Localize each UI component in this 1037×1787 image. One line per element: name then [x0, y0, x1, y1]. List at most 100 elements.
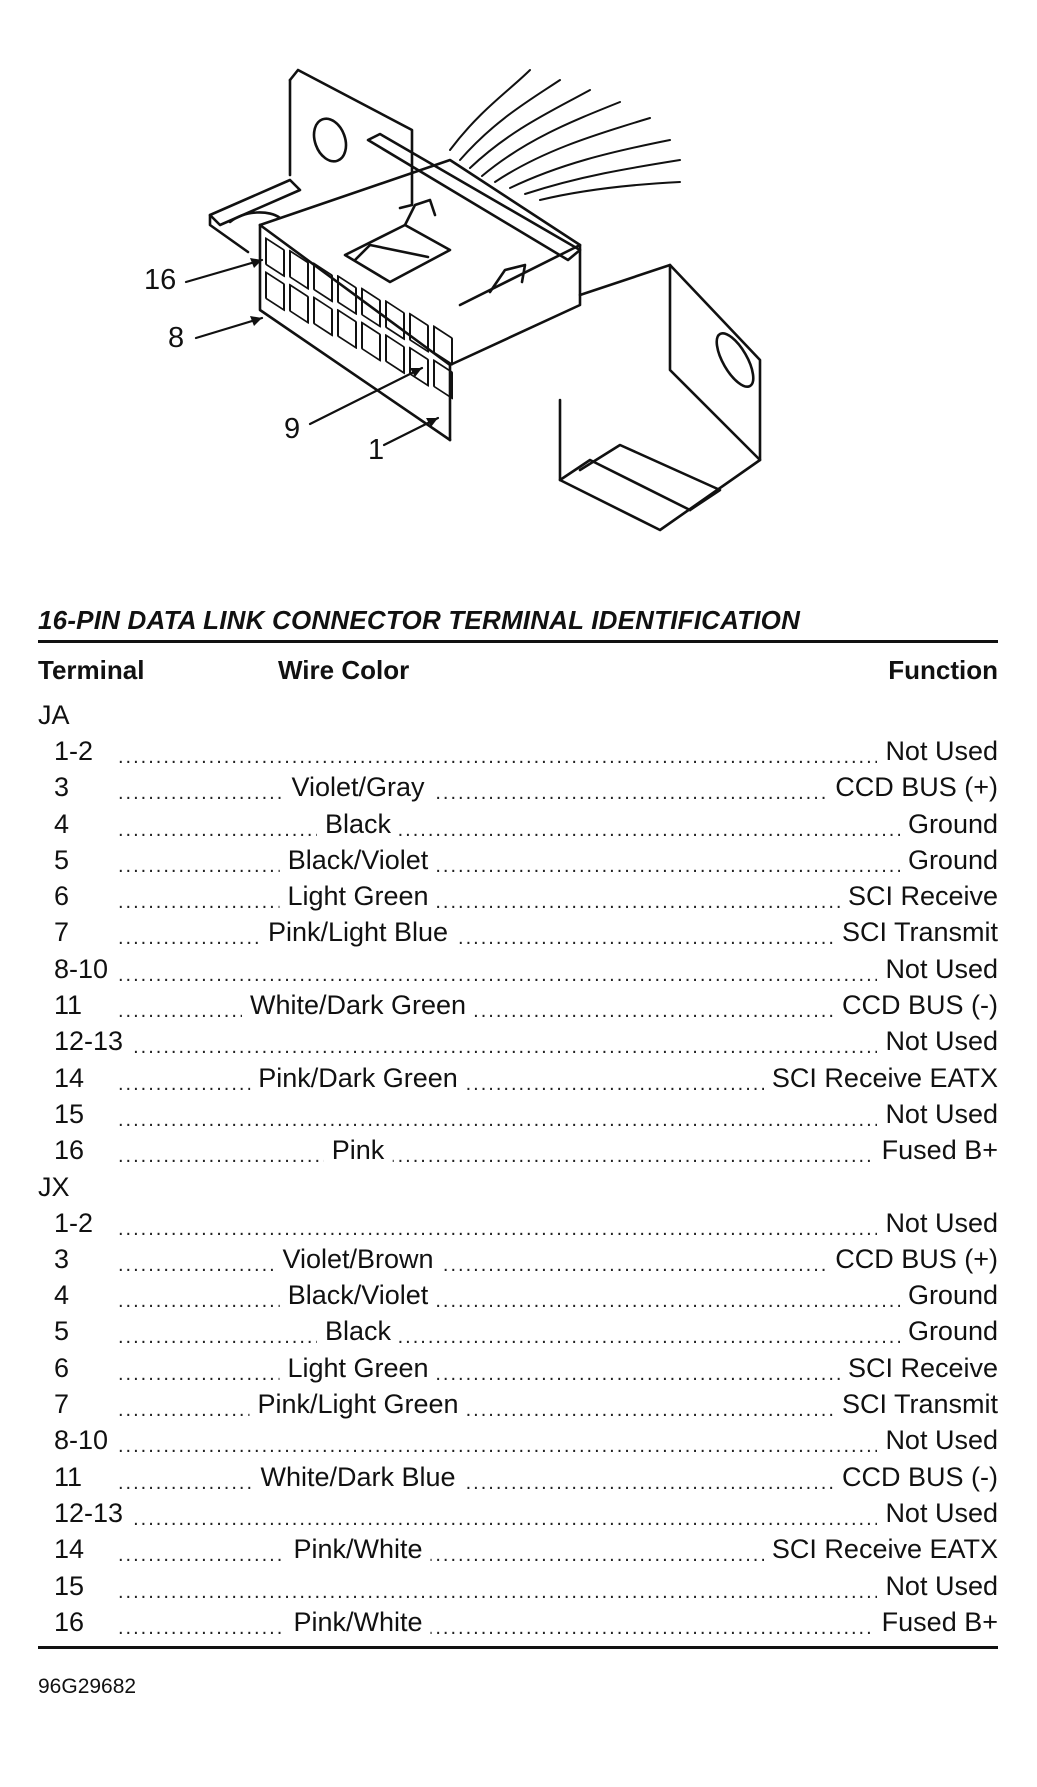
wire-color: Black/Violet	[279, 1277, 437, 1314]
dot-leader	[118, 842, 998, 878]
table-row: 3 Violet/Gray CCD BUS (+)	[38, 769, 998, 806]
connector-body	[258, 132, 582, 442]
terminal-function: Ground	[899, 1277, 998, 1314]
wire-color: Violet/Gray	[283, 769, 433, 806]
terminal-function: Ground	[899, 841, 998, 878]
table-row: 1-2 Not Used	[38, 733, 998, 769]
table-row: 15 Not Used	[38, 1095, 998, 1132]
table-title: 16-PIN DATA LINK CONNECTOR TERMINAL IDEN…	[38, 605, 801, 635]
wire-color: Pink/White	[285, 1531, 431, 1568]
table-row: 6 Light Green SCI Receive	[38, 1349, 998, 1386]
wire-color: Pink/Light Blue	[259, 914, 457, 951]
header-wire-color: Wire Color	[278, 655, 410, 685]
terminal-number: 15	[54, 1095, 93, 1132]
figure-code: 96G29682	[38, 1675, 137, 1698]
wire-color: White/Dark Blue	[252, 1458, 464, 1495]
dot-leader	[118, 733, 998, 769]
terminal-function: Not Used	[877, 950, 998, 987]
bottom-rule	[38, 1646, 998, 1650]
wire-color: Light Green	[279, 1349, 437, 1386]
pin-cavities	[265, 237, 453, 400]
terminal-function: SCI Transmit	[833, 914, 998, 951]
terminal-number: 16	[54, 1603, 93, 1640]
callout-pin-1: 1	[368, 434, 385, 466]
terminal-function: Not Used	[877, 1204, 998, 1241]
wire-color: Black/Violet	[279, 841, 437, 878]
dot-leader	[118, 1313, 998, 1349]
terminal-function: Not Used	[877, 1095, 998, 1132]
table-row: 4 Black/Violet Ground	[38, 1277, 998, 1314]
terminal-number: 4	[54, 1277, 78, 1314]
terminal-function: SCI Receive	[839, 878, 998, 915]
table-header: Terminal Wire Color Function	[38, 643, 998, 697]
terminal-function: SCI Receive EATX	[763, 1059, 998, 1096]
table-row: 14 Pink/White SCI Receive EATX	[38, 1531, 998, 1568]
wire-color: Pink/White	[285, 1603, 431, 1640]
terminal-number: 15	[54, 1567, 93, 1604]
terminal-number: 7	[54, 1386, 78, 1423]
terminal-number: 16	[54, 1132, 93, 1169]
table-row: 8-10 Not Used	[38, 950, 998, 987]
terminal-number: 3	[54, 769, 78, 806]
dot-leader	[118, 1205, 998, 1241]
terminal-function: Not Used	[877, 1567, 998, 1604]
terminal-function: Ground	[899, 1313, 998, 1350]
wire-color: Black	[316, 805, 400, 842]
terminal-number: 12-13	[54, 1494, 132, 1531]
lower-mounting-bracket	[558, 263, 762, 532]
terminal-number: 3	[54, 1240, 78, 1277]
wire-color: White/Dark Green	[241, 987, 475, 1024]
table-row: 16 Pink Fused B+	[38, 1132, 998, 1169]
dot-leader	[118, 1604, 998, 1640]
wire-color: Pink/Light Green	[249, 1386, 467, 1423]
connector-illustration: 16 8 9 1	[144, 60, 870, 600]
terminal-function: SCI Receive	[839, 1349, 998, 1386]
terminal-number: 1-2	[54, 1204, 102, 1241]
dot-leader	[118, 1422, 998, 1458]
terminal-function: Not Used	[877, 1422, 998, 1459]
wire-color: Light Green	[279, 878, 437, 915]
terminal-number: 8-10	[54, 950, 117, 987]
wire-color: Pink	[323, 1132, 393, 1169]
upper-mount-hole	[312, 117, 348, 163]
terminal-function: Ground	[899, 805, 998, 842]
header-function: Function	[888, 655, 998, 685]
dot-leader	[118, 806, 998, 842]
terminal-function: Not Used	[877, 1494, 998, 1531]
terminal-function: CCD BUS (-)	[834, 987, 998, 1024]
terminal-number: 12-13	[54, 1023, 132, 1060]
table-row: 5 Black/Violet Ground	[38, 841, 998, 878]
terminal-number: 14	[54, 1531, 93, 1568]
dot-leader	[118, 1277, 998, 1313]
callout-pin-8: 8	[168, 322, 185, 354]
connector-drawing	[184, 68, 762, 532]
terminal-number: 1-2	[54, 733, 102, 769]
terminal-function: Fused B+	[873, 1132, 998, 1169]
left-ledge	[208, 178, 302, 254]
callout-pin-16: 16	[144, 264, 177, 296]
upper-mounting-tab	[288, 68, 414, 210]
table-row: 6 Light Green SCI Receive	[38, 878, 998, 915]
dot-leader	[118, 1495, 998, 1531]
table-row: 12-13 Not Used	[38, 1494, 998, 1531]
table-row: 15 Not Used	[38, 1567, 998, 1604]
dot-leader	[118, 951, 998, 987]
terminal-function: Not Used	[877, 733, 998, 769]
terminal-function: CCD BUS (-)	[834, 1458, 998, 1495]
terminal-number: 5	[54, 841, 78, 878]
dot-leader	[118, 1568, 998, 1604]
terminal-number: 5	[54, 1313, 78, 1350]
terminal-function: CCD BUS (+)	[827, 769, 998, 806]
terminal-function: SCI Receive EATX	[763, 1531, 998, 1568]
terminal-number: 6	[54, 1349, 78, 1386]
wire-bundle	[449, 69, 681, 201]
terminal-number: 6	[54, 878, 78, 915]
